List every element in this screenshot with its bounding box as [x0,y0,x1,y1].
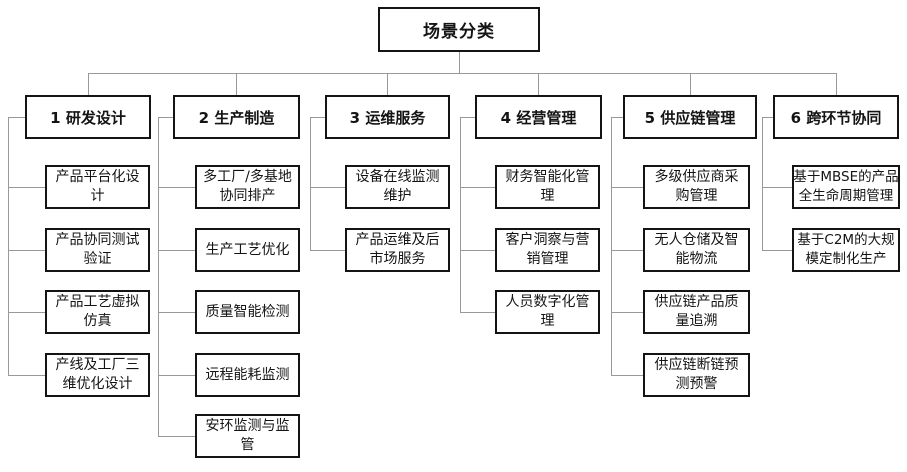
connector-line [310,187,345,188]
category-node-business-mgmt: 4 经营管理 [475,95,602,139]
connector-line [459,52,460,73]
connector-line [158,250,195,251]
leaf-node: 产品工艺虚拟 仿真 [45,290,150,334]
connector-line [8,250,45,251]
leaf-node: 产品协同测试 验证 [45,228,150,272]
category-node-supply-chain: 5 供应链管理 [623,95,757,139]
root-node: 场景分类 [378,7,540,52]
leaf-node: 多级供应商采 购管理 [643,165,750,209]
connector-line [236,73,237,95]
leaf-node: 产品运维及后 市场服务 [345,228,450,272]
connector-line [387,73,388,95]
leaf-node: 人员数字化管 理 [495,290,600,334]
connector-line [158,187,195,188]
category-node-production: 2 生产制造 [173,95,300,139]
leaf-node: 基于MBSE的产品 全生命周期管理 [792,165,900,209]
category-node-cross-link: 6 跨环节协同 [773,95,899,139]
connector-line [158,375,195,376]
connector-line [762,250,792,251]
connector-line [158,436,195,437]
leaf-node: 基于C2M的大规 模定制化生产 [792,228,900,272]
connector-line [762,117,763,250]
leaf-node: 安环监测与监 管 [195,414,300,458]
connector-line [762,117,773,118]
connector-line [310,117,325,118]
connector-line [88,73,837,74]
leaf-node: 多工厂/多基地 协同排产 [195,165,300,209]
connector-line [762,187,792,188]
leaf-node: 生产工艺优化 [195,228,300,272]
connector-line [310,250,345,251]
connector-line [611,117,623,118]
leaf-node: 供应链产品质 量追溯 [643,290,750,334]
connector-line [88,73,89,95]
leaf-node: 远程能耗监测 [195,353,300,397]
leaf-node: 产线及工厂三 维优化设计 [45,353,150,397]
connector-line [310,117,311,250]
category-node-operations: 3 运维服务 [325,95,450,139]
connector-line [690,73,691,95]
connector-line [8,117,25,118]
category-node-rd-design: 1 研发设计 [25,95,151,139]
connector-line [8,312,45,313]
connector-line [611,187,643,188]
connector-line [158,117,173,118]
leaf-node: 无人仓储及智 能物流 [643,228,750,272]
connector-line [158,117,159,436]
connector-line [460,250,495,251]
connector-line [460,117,475,118]
connector-line [611,117,612,375]
connector-line [611,250,643,251]
connector-line [460,187,495,188]
leaf-node: 质量智能检测 [195,290,300,334]
connector-line [8,117,9,375]
connector-line [836,73,837,95]
connector-line [538,73,539,95]
connector-line [611,375,643,376]
leaf-node: 产品平台化设 计 [45,165,150,209]
connector-line [8,375,45,376]
leaf-node: 客户洞察与营 销管理 [495,228,600,272]
connector-line [8,187,45,188]
connector-line [158,312,195,313]
connector-line [611,312,643,313]
leaf-node: 财务智能化管 理 [495,165,600,209]
connector-line [460,312,495,313]
connector-line [460,117,461,312]
leaf-node: 设备在线监测 维护 [345,165,450,209]
leaf-node: 供应链断链预 测预警 [643,353,750,397]
